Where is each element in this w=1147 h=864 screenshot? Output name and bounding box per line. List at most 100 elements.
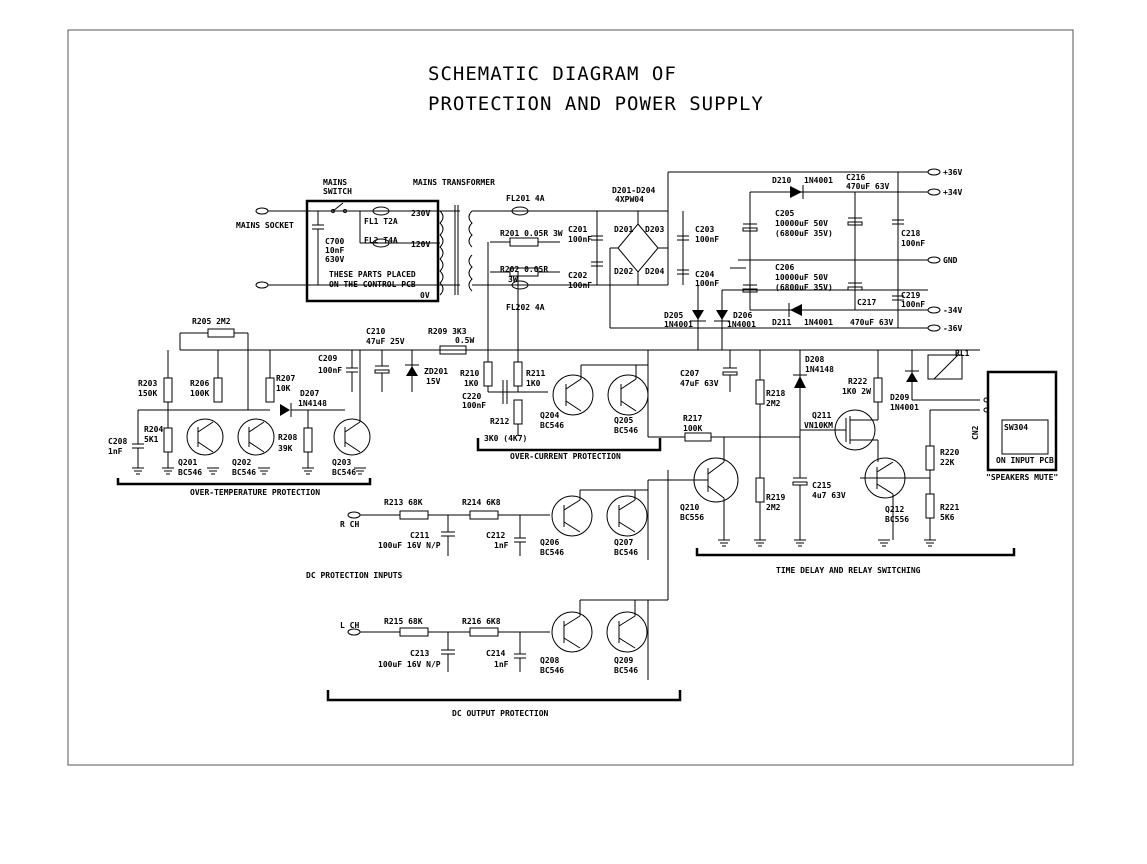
label-c206-2: 10000uF 50V [775, 273, 828, 282]
label-d203: D203 [645, 225, 664, 234]
label-zd201-1: ZD201 [424, 367, 448, 376]
label-r202-1: R202 0.05R [500, 265, 548, 274]
label-r216: R216 6K8 [462, 617, 501, 626]
label-fl202: FL202 4A [506, 303, 545, 312]
label-c203-1: C203 [695, 225, 714, 234]
label-r215: R215 68K [384, 617, 423, 626]
label-d209-1: D209 [890, 393, 909, 402]
label-c208-1: C208 [108, 437, 127, 446]
label-r220-2: 22K [940, 458, 955, 467]
label-c206-1: C206 [775, 263, 794, 272]
label-q210-2: BC556 [680, 513, 704, 522]
label-c215-1: C215 [812, 481, 831, 490]
label-c700-1: C700 [325, 237, 344, 246]
label-time-delay: TIME DELAY AND RELAY SWITCHING [776, 566, 921, 575]
label-r203-1: R203 [138, 379, 157, 388]
label-q209-2: BC546 [614, 666, 638, 675]
label-c219-1: C219 [901, 291, 920, 300]
label-q209-1: Q209 [614, 656, 633, 665]
label-c208-2: 1nF [108, 447, 123, 456]
label-r209-2: 0.5W [455, 336, 474, 345]
label-q211-1: Q211 [812, 411, 831, 420]
label-over-current: OVER-CURRENT PROTECTION [510, 452, 621, 461]
label-over-temp: OVER-TEMPERATURE PROTECTION [190, 488, 320, 497]
label-mains-switch-2: SWITCH [323, 187, 352, 196]
label-c213-1: C213 [410, 649, 429, 658]
label-c216-1: C216 [846, 173, 865, 182]
label-c213-2: 100uF 16V N/P [378, 660, 441, 669]
label-d205-2: 1N4001 [664, 320, 693, 329]
label-c205-2: 10000uF 50V [775, 219, 828, 228]
label-r212-val: 3K0 (4K7) [484, 434, 527, 443]
label-c204-2: 100nF [695, 279, 719, 288]
label-r212: R212 [490, 417, 509, 426]
label-r207-1: R207 [276, 374, 295, 383]
label-c201-2: 100nF [568, 235, 592, 244]
label-r221-1: R221 [940, 503, 959, 512]
label-c219-2: 100nF [901, 300, 925, 309]
label-q203-2: BC546 [332, 468, 356, 477]
label-q203-1: Q203 [332, 458, 351, 467]
label-c210-2: 47uF 25V [366, 337, 405, 346]
label-d210-val: 1N4001 [804, 176, 833, 185]
label-c202-1: C202 [568, 271, 587, 280]
label-230v: 230V [411, 209, 430, 218]
label-q204-1: Q204 [540, 411, 559, 420]
label-r217-1: R217 [683, 414, 702, 423]
label-r210-2: 1K0 [464, 379, 479, 388]
label-q211-2: VN10KM [804, 421, 833, 430]
label-c211-2: 100uF 16V N/P [378, 541, 441, 550]
label-c210-1: C210 [366, 327, 385, 336]
label-zd201-2: 15V [426, 377, 441, 386]
label-c206-3: (6800uF 35V) [775, 283, 833, 292]
over-current-section [476, 242, 662, 452]
label-placed-2: ON THE CONTROL PCB [329, 280, 416, 289]
label-fl201: FL201 4A [506, 194, 545, 203]
label-mains-socket: MAINS SOCKET [236, 221, 294, 230]
label-plus-36v: +36V [943, 168, 962, 177]
label-d202: D202 [614, 267, 633, 276]
label-c214-1: C214 [486, 649, 505, 658]
label-r-ch: R CH [340, 520, 359, 529]
sheet-border [67, 29, 1074, 766]
label-c700-3: 630V [325, 255, 344, 264]
label-q201-1: Q201 [178, 458, 197, 467]
label-c220-2: 100nF [462, 401, 486, 410]
dc-input-r-section [347, 479, 690, 560]
label-minus-34v: -34V [943, 306, 962, 315]
label-rl1: RL1 [955, 349, 970, 358]
label-c202-2: 100nF [568, 281, 592, 290]
label-q207-2: BC546 [614, 548, 638, 557]
label-r204-2: 5K1 [144, 435, 159, 444]
label-d208-1: D208 [805, 355, 824, 364]
label-r214: R214 6K8 [462, 498, 501, 507]
label-mains-switch-1: MAINS [323, 178, 347, 187]
label-r201: R201 0.05R 3W [500, 229, 563, 238]
label-r206-1: R206 [190, 379, 209, 388]
label-r221-2: 5K6 [940, 513, 955, 522]
label-c212-1: C212 [486, 531, 505, 540]
label-on-input-pcb: ON INPUT PCB [996, 456, 1054, 465]
label-q205-1: Q205 [614, 416, 633, 425]
label-q202-1: Q202 [232, 458, 251, 467]
label-r211-2: 1K0 [526, 379, 541, 388]
label-cn2: CN2 [971, 425, 980, 440]
time-delay-section [660, 350, 1058, 557]
label-c217-1: C217 [857, 298, 876, 307]
label-d201: D201 [614, 225, 633, 234]
label-c209-1: C209 [318, 354, 337, 363]
label-r211-1: R211 [526, 369, 545, 378]
label-dc-protection-inputs: DC PROTECTION INPUTS [306, 571, 403, 580]
label-0v: 0V [420, 291, 430, 300]
label-r219-1: R219 [766, 493, 785, 502]
label-d210: D210 [772, 176, 791, 185]
label-r213: R213 68K [384, 498, 423, 507]
label-gnd: GND [943, 256, 958, 265]
dc-input-l-section [326, 470, 682, 702]
label-c218-1: C218 [901, 229, 920, 238]
label-r219-2: 2M2 [766, 503, 781, 512]
label-fl2: FL2 T4A [364, 236, 398, 245]
label-dc-output-protection: DC OUTPUT PROTECTION [452, 709, 549, 718]
label-c204-1: C204 [695, 270, 714, 279]
